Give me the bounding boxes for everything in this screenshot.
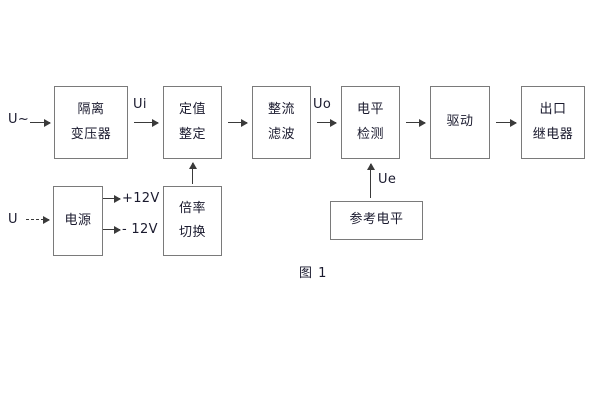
label-rail-positive: +12V <box>122 191 160 206</box>
block-multiplier-switch: 倍率 切换 <box>163 186 222 256</box>
label-rail-negative: - 12V <box>122 222 158 237</box>
block-power-supply-line1: 电源 <box>64 212 92 228</box>
arrow-level-detection-to-drive <box>406 118 426 127</box>
arrow-power-supply-to-rail-positive <box>103 194 121 203</box>
block-multiplier-switch-line2: 切换 <box>178 225 206 240</box>
block-reference-level: 参考电平 <box>330 201 423 240</box>
block-output-relay-line2: 继电器 <box>532 126 574 142</box>
arrow-power-supply-to-rail-negative <box>103 225 121 234</box>
block-rectify-filter: 整流 滤波 <box>252 86 311 159</box>
block-level-detection-line1: 电平 <box>356 102 384 118</box>
block-setting-value: 定值 整定 <box>163 86 222 159</box>
figure-caption: 图 1 <box>299 266 328 281</box>
arrow-ac-input-to-isolation-transformer <box>30 118 51 127</box>
label-ue: Ue <box>378 172 397 187</box>
block-isolation-transformer-line1: 隔离 <box>77 102 105 118</box>
block-rectify-filter-line1: 整流 <box>267 102 295 118</box>
block-isolation-transformer: 隔离 变压器 <box>54 86 128 159</box>
block-level-detection: 电平 检测 <box>341 86 400 159</box>
arrow-isolation-transformer-to-setting-value <box>134 118 159 127</box>
arrow-rectify-filter-to-level-detection <box>317 118 337 127</box>
block-level-detection-line2: 检测 <box>356 126 384 142</box>
block-setting-value-line1: 定值 <box>178 102 206 118</box>
label-ac-input: U~ <box>8 112 30 127</box>
arrow-multiplier-switch-to-setting-value <box>188 162 197 184</box>
block-isolation-transformer-line2: 变压器 <box>70 126 112 142</box>
block-rectify-filter-line2: 滤波 <box>267 126 295 142</box>
block-output-relay: 出口 继电器 <box>521 86 585 159</box>
block-multiplier-switch-line1: 倍率 <box>178 200 206 216</box>
arrow-drive-to-output-relay <box>496 118 517 127</box>
label-ui: Ui <box>133 97 147 112</box>
arrow-dc-input-to-power-supply <box>26 216 50 224</box>
block-drive: 驱动 <box>430 86 490 159</box>
arrow-setting-value-to-rectify-filter <box>228 118 248 127</box>
label-dc-input: U <box>8 212 18 227</box>
block-output-relay-line1: 出口 <box>539 102 567 118</box>
block-reference-level-line1: 参考电平 <box>349 212 404 228</box>
label-uo: Uo <box>313 97 332 112</box>
block-power-supply: 电源 <box>53 186 103 256</box>
arrow-reference-level-to-level-detection <box>366 163 375 198</box>
block-setting-value-line2: 整定 <box>178 126 206 142</box>
block-drive-line1: 驱动 <box>446 114 474 130</box>
